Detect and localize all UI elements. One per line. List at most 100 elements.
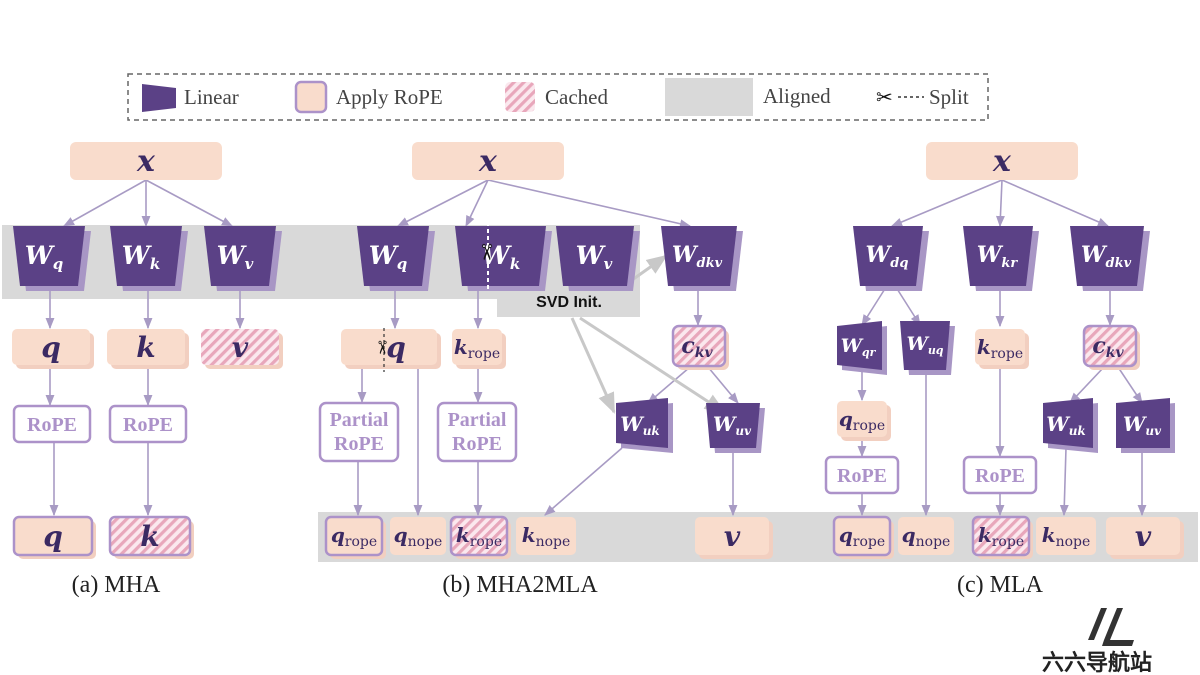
- svd-arrow-to-wdkv: [631, 254, 668, 282]
- knope-out-box-c: [1036, 517, 1096, 555]
- rope-label-q-c: RoPE: [837, 465, 887, 487]
- svg-text:Wv: Wv: [217, 241, 254, 273]
- v-out-box-b: [695, 517, 769, 555]
- arrow-x-wq-a: [63, 179, 147, 227]
- legend-linear-swatch: [142, 84, 176, 112]
- qnope-out-label-b: qnope: [394, 523, 443, 550]
- rope-operators: RoPE RoPE Partial RoPE Partial RoPE RoPE…: [12, 401, 1038, 495]
- rope-op-k-a: [108, 404, 188, 444]
- linear-wdq-c: Wdq: [853, 226, 929, 291]
- linear-wuv-c: Wuv: [1116, 398, 1175, 453]
- linear-wv-b: Wv: [556, 226, 640, 291]
- krope-out-box-c: [971, 515, 1031, 557]
- svg-text:Wuk: Wuk: [1046, 412, 1086, 438]
- ckv-label-b: ckv: [681, 333, 713, 361]
- linear-layers: Wq Wk Wv Wq Wk ✂ Wv: [13, 222, 1175, 453]
- k-out-label-a: k: [140, 520, 159, 553]
- caption-mha2mla: (b) MHA2MLA: [442, 572, 598, 598]
- v-out-label-c: v: [1135, 520, 1152, 553]
- linear-wqr-c: Wqr: [837, 321, 887, 375]
- svg-text:Wk: Wk: [122, 241, 160, 273]
- scissors-icon: ✂: [876, 87, 893, 109]
- qnope-out-box-b: [390, 517, 446, 555]
- input-nodes: x x x: [70, 142, 1078, 180]
- linear-wv-a: Wv: [204, 226, 282, 291]
- linear-wuk-c: Wuk: [1043, 398, 1098, 453]
- x-label-b: x: [478, 144, 498, 179]
- svg-text:Wqr: Wqr: [841, 335, 877, 359]
- legend-linear-label: Linear: [184, 85, 239, 109]
- svg-text:Wq: Wq: [369, 241, 408, 273]
- output-nodes: q k qrope qnope krope knope v qrope qnop…: [12, 515, 1184, 559]
- v-box-a: [201, 329, 279, 365]
- linear-wk-b: Wk ✂: [455, 222, 552, 292]
- qnope-out-box-c: [898, 517, 954, 555]
- caption-mha: (a) MHA: [72, 572, 161, 598]
- svg-text:Wdkv: Wdkv: [672, 242, 723, 271]
- legend-cached-swatch: [505, 82, 535, 112]
- legend-cached-label: Cached: [545, 85, 608, 109]
- q-box-b: [341, 329, 437, 365]
- watermark-text: 六六导航站: [1042, 650, 1152, 675]
- legend-aligned-swatch: [665, 78, 753, 116]
- arrow-ckv-wuv-b: [707, 366, 739, 404]
- partial-rope-op-q-b: [318, 401, 400, 463]
- linear-wdkv-b: Wdkv: [661, 226, 743, 291]
- krope-out-label-b: krope: [456, 523, 502, 550]
- legend-aligned-label: Aligned: [763, 84, 831, 108]
- krope-box-b: [452, 329, 502, 365]
- linear-wuq-c: Wuq: [900, 321, 955, 375]
- legend: Linear Apply RoPE Cached Aligned ✂ Split: [127, 73, 989, 121]
- krope-out-box-b: [449, 515, 509, 557]
- svg-text:Wdkv: Wdkv: [1081, 242, 1132, 271]
- captions: (a) MHA (b) MHA2MLA (c) MLA: [72, 572, 1044, 598]
- svg-text:Wuv: Wuv: [1123, 412, 1162, 438]
- watermark: 六六导航站: [1042, 608, 1152, 675]
- arrow-x-wk-b: [465, 179, 489, 228]
- x-box-b: [412, 142, 564, 180]
- arrow-x-wq-b: [397, 179, 489, 227]
- svd-arrows: [570, 254, 726, 414]
- legend-rope-swatch: [294, 80, 328, 114]
- knope-out-label-c: knope: [1042, 523, 1091, 550]
- linear-wuv-b: Wuv: [706, 403, 765, 453]
- krope-out-label-c: krope: [978, 523, 1024, 550]
- krope-box-c: [975, 329, 1025, 365]
- x-label-a: x: [136, 144, 156, 179]
- watermark-logo-icon: [1088, 608, 1134, 646]
- qrope-out-box-b: [324, 515, 384, 557]
- k-box-a: [107, 329, 185, 365]
- svd-init-label: SVD Init.: [536, 294, 602, 311]
- rope-op-k-c: [962, 455, 1038, 495]
- partial-rope-k-line2: RoPE: [452, 433, 502, 455]
- svg-text:Wuq: Wuq: [906, 333, 943, 357]
- partial-rope-q-line2: RoPE: [334, 433, 384, 455]
- svg-text:Wuv: Wuv: [713, 412, 752, 438]
- arrow-ckv-wuv-c: [1117, 366, 1143, 404]
- svg-text:Wkr: Wkr: [977, 242, 1019, 271]
- krope-label-c: krope: [977, 335, 1023, 362]
- krope-label-b: krope: [454, 335, 500, 362]
- svg-text:Wk: Wk: [482, 241, 520, 273]
- linear-wq-b: Wq: [357, 226, 435, 291]
- legend-rope-label: Apply RoPE: [336, 85, 443, 109]
- v-label-a: v: [232, 331, 249, 364]
- ckv-box-c: [1082, 324, 1138, 368]
- qrope-out-label-b: qrope: [331, 523, 377, 550]
- linear-wk-a: Wk: [110, 226, 188, 291]
- linear-wkr-c: Wkr: [963, 226, 1039, 291]
- v-out-label-b: v: [724, 520, 741, 553]
- arrow-ckv-wuk-b: [647, 366, 691, 404]
- rope-op-q-a: [12, 404, 92, 444]
- qrope-out-label-c: qrope: [839, 523, 885, 550]
- knope-out-label-b: knope: [522, 523, 571, 550]
- x-box-c: [926, 142, 1078, 180]
- k-label-a: k: [136, 331, 155, 364]
- svg-text:Wdq: Wdq: [866, 242, 909, 271]
- rope-label-q-a: RoPE: [27, 414, 77, 436]
- partial-rope-q-line1: Partial: [330, 409, 389, 431]
- vector-nodes: q k v q ✂ krope ckv qrope krope ckv: [12, 324, 1140, 441]
- qrope-box-c: [837, 401, 887, 437]
- arrow-x-wdkv-b: [487, 179, 692, 229]
